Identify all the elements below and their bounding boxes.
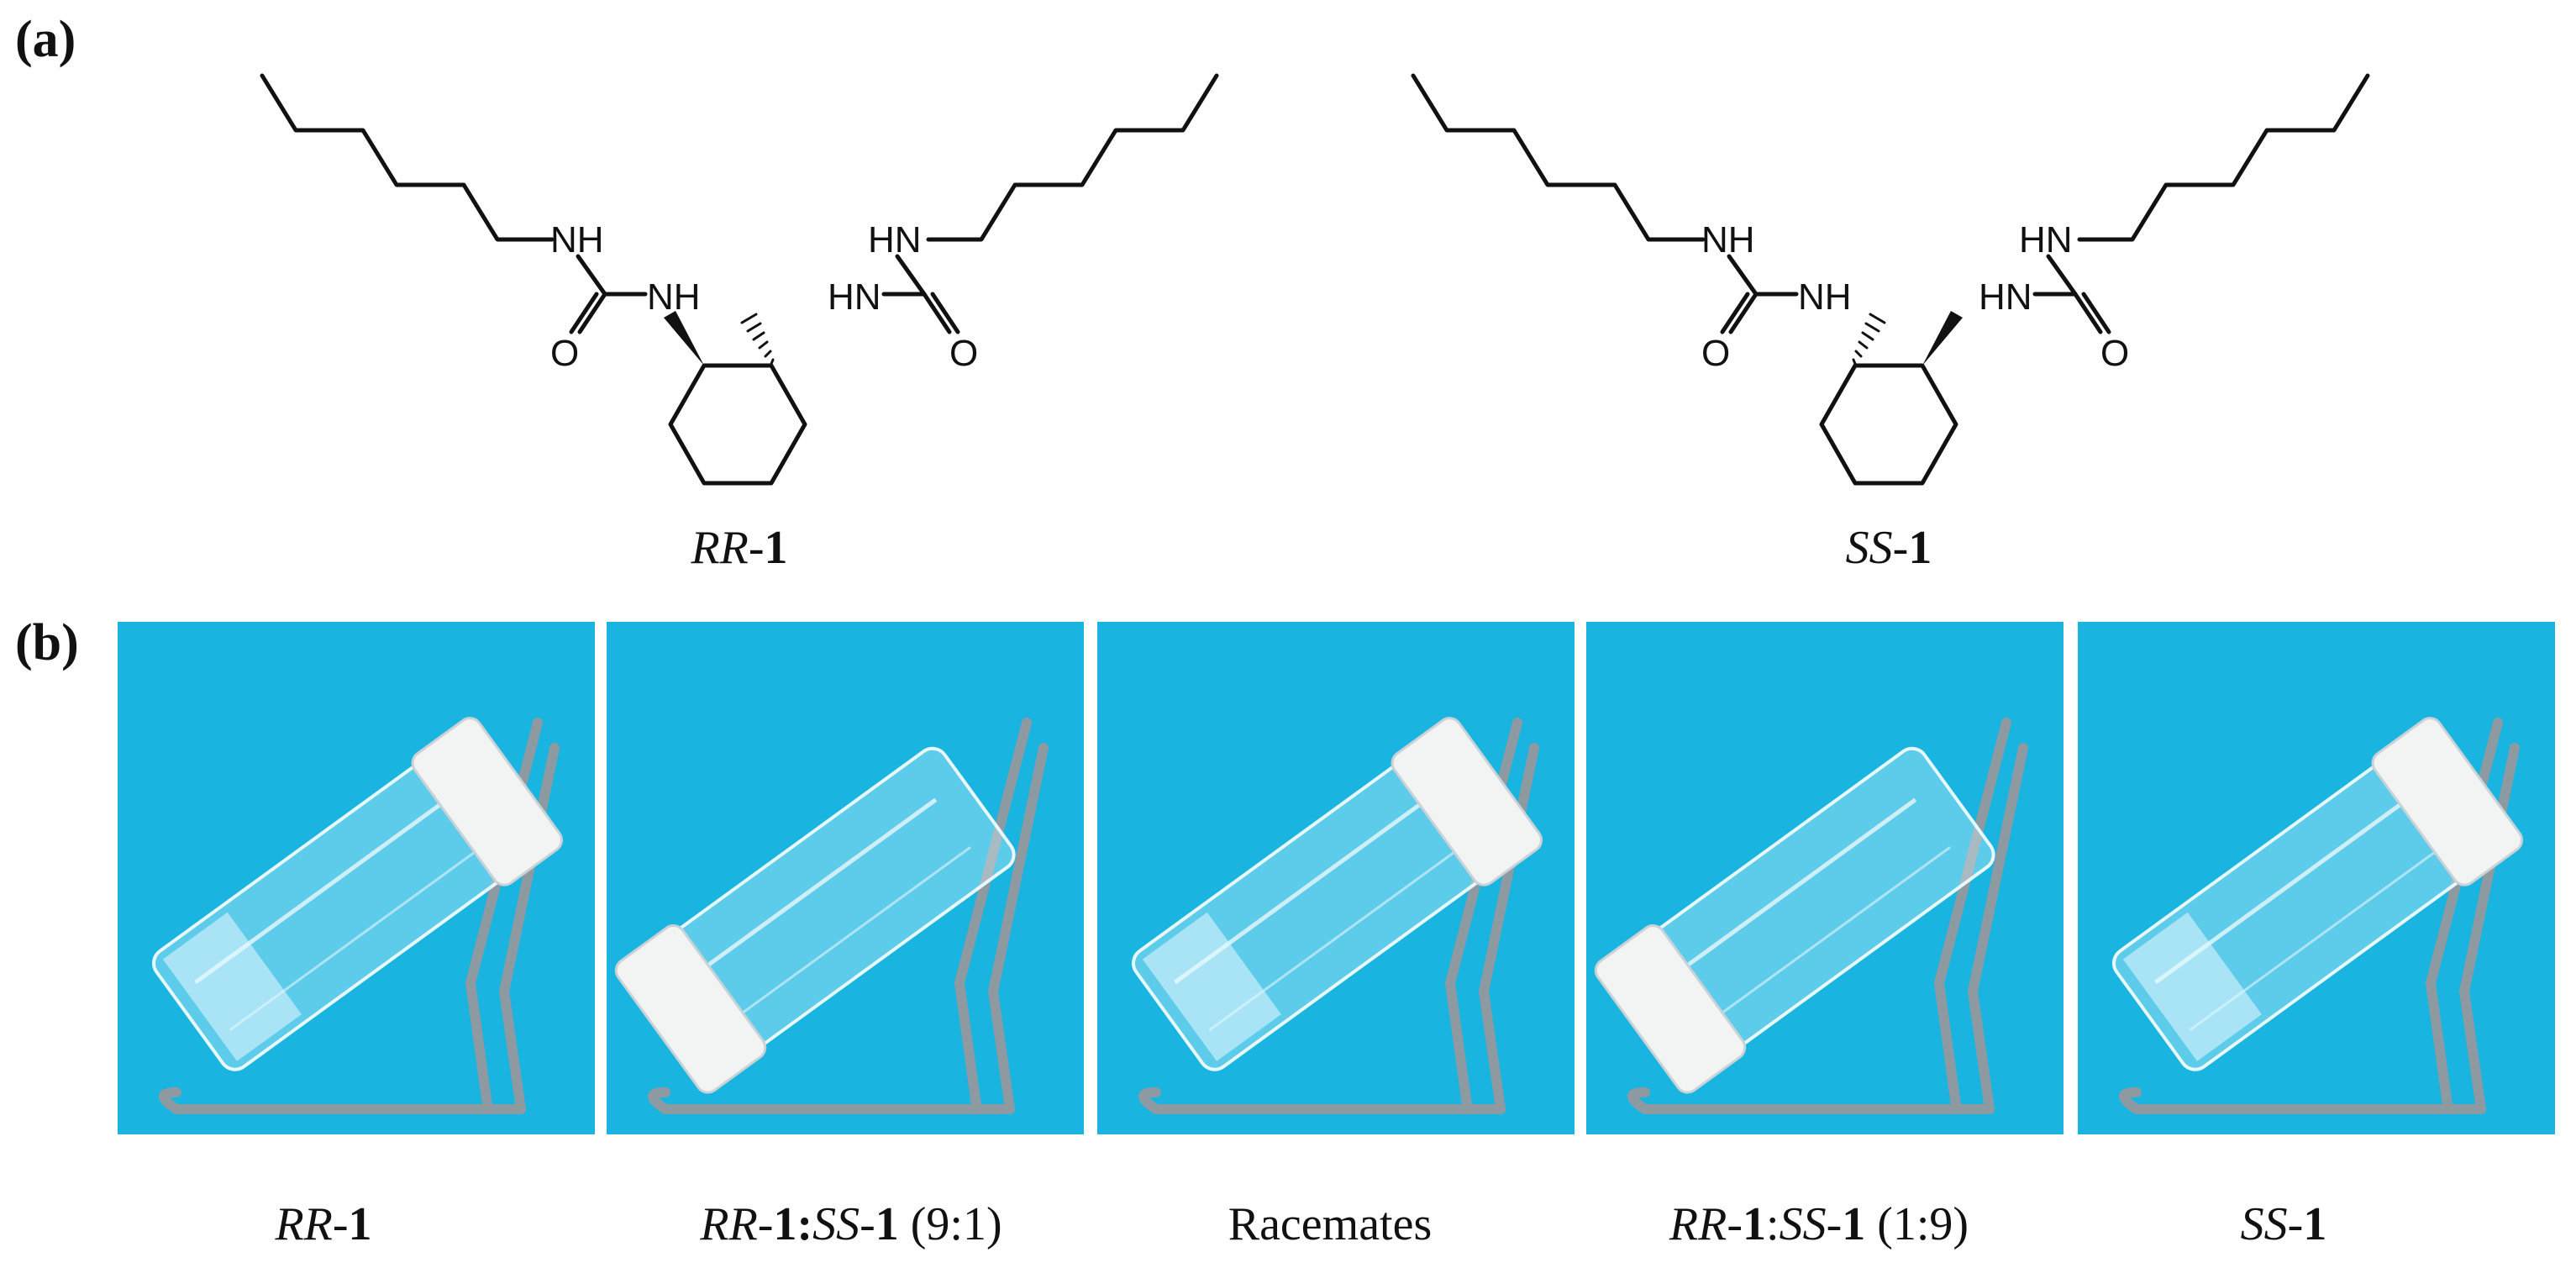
vial-illustration — [2112, 717, 2523, 1114]
hash-bond-icon — [740, 313, 775, 366]
atom-label-nh: NH — [1798, 276, 1852, 318]
atom-label-hn: HN — [828, 276, 881, 318]
vial-illustration — [1132, 717, 1543, 1114]
hash-bond-icon — [1852, 313, 1886, 366]
wedge-bond-icon — [664, 311, 704, 366]
glass-vial — [152, 717, 563, 1071]
vial-illustration — [152, 717, 563, 1114]
atom-label-o: O — [550, 333, 579, 374]
compound-name-ss1: SS-1 — [1845, 522, 1932, 574]
atom-label-hn: HN — [868, 219, 922, 260]
rr1-structure — [260, 73, 1219, 486]
compound-name-rr1: RR-1 — [691, 522, 788, 574]
glass-vial — [1594, 746, 1995, 1094]
vial-photo — [2078, 622, 2555, 1134]
glass-vial — [2112, 717, 2523, 1071]
vial-illustration — [614, 718, 1049, 1114]
vial-photo — [1586, 622, 2063, 1134]
photo-caption: RR-1:SS-1 (9:1) — [700, 1198, 1002, 1250]
atom-label-o: O — [2100, 333, 2129, 374]
photo-caption: RR-1:SS-1 (1:9) — [1669, 1198, 1969, 1250]
atom-label-nh: NH — [1701, 219, 1755, 260]
vial-photo — [118, 622, 595, 1134]
wedge-bond-icon — [1922, 311, 1963, 366]
vial-photo — [1097, 622, 1575, 1134]
atom-label-hn: HN — [1979, 276, 2032, 318]
photo-caption: SS-1 — [2240, 1198, 2327, 1250]
atom-label-hn: HN — [2019, 219, 2073, 260]
atom-label-nh: NH — [647, 276, 701, 318]
vial-stand — [648, 718, 1049, 1114]
atom-label-o: O — [949, 333, 978, 374]
glass-vial — [1132, 717, 1543, 1071]
photo-caption: Racemates — [1228, 1198, 1433, 1250]
vial-illustration — [1594, 718, 2028, 1114]
vial-stand — [1627, 718, 2028, 1114]
atom-label-o: O — [1701, 333, 1730, 374]
structures-panel: NH NH O HN HN O NH NH O HN HN O — [260, 73, 2370, 486]
vial-photo — [607, 622, 1084, 1134]
panel-b-label: (b) — [15, 614, 79, 671]
atom-label-nh: NH — [550, 219, 604, 260]
glass-vial — [614, 746, 1016, 1094]
panel-a-label: (a) — [15, 11, 76, 68]
photo-caption: RR-1 — [275, 1198, 372, 1250]
ss1-structure — [1411, 73, 2370, 486]
